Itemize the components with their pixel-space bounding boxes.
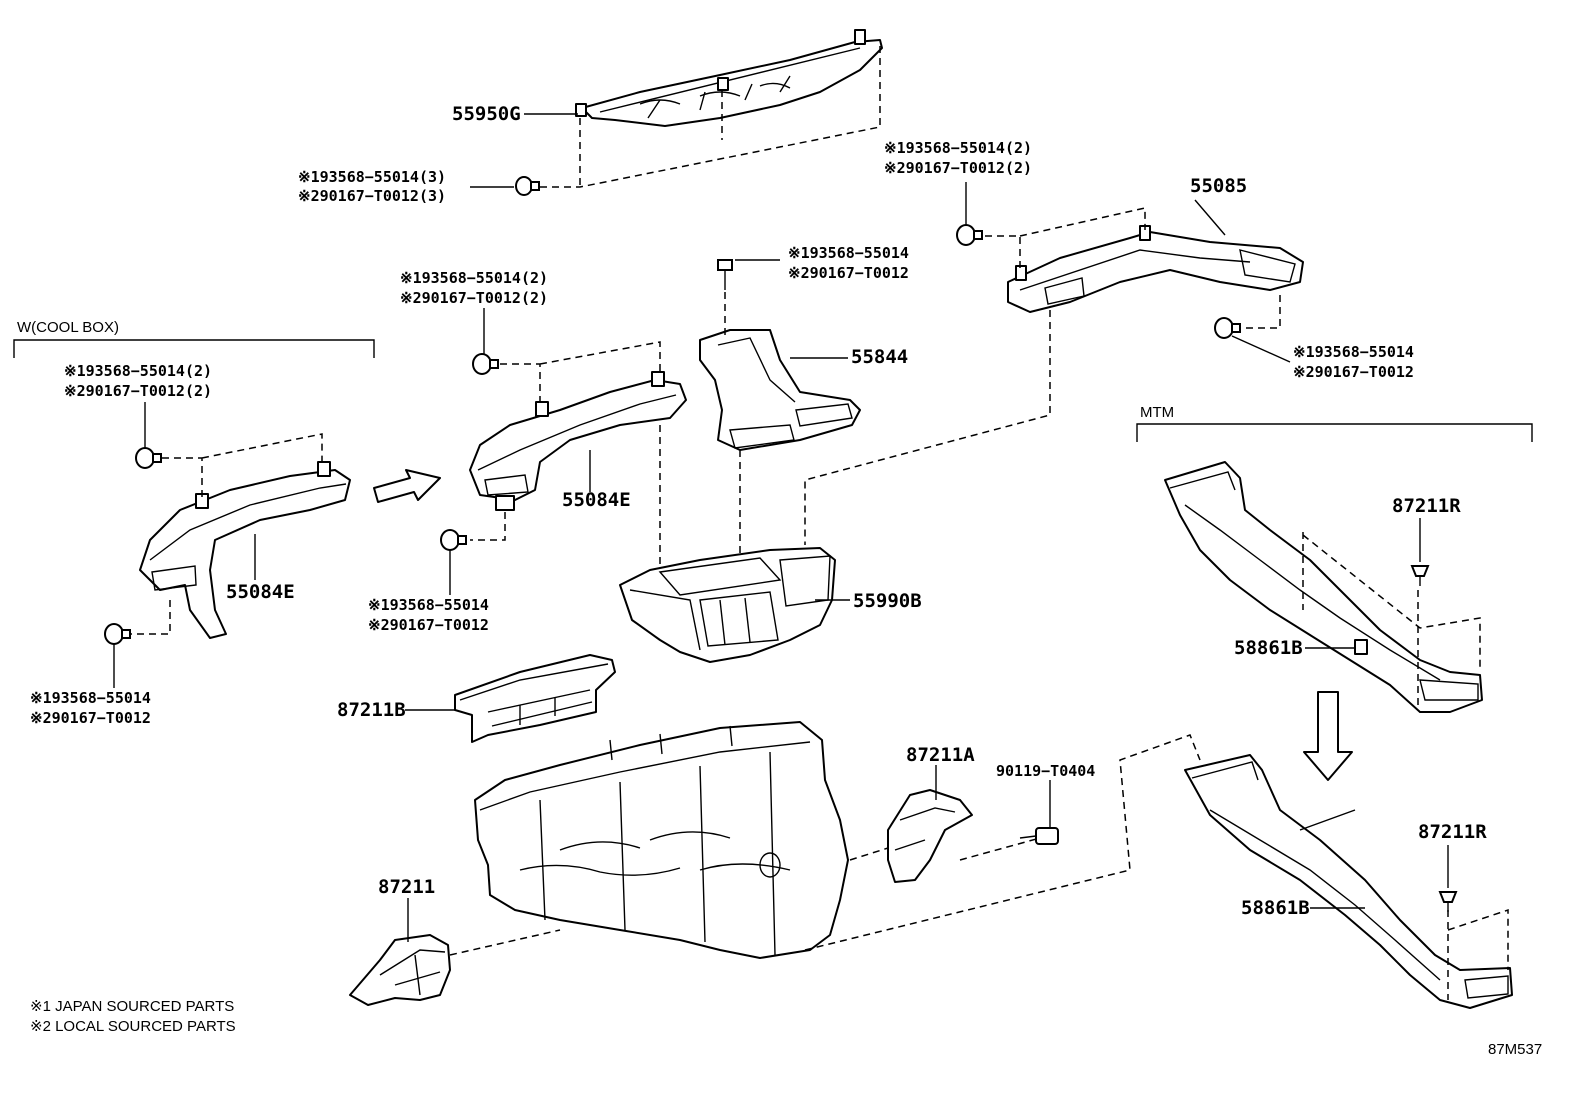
diagram-code: 87M537 xyxy=(1488,1041,1543,1058)
label-87211A: 87211A xyxy=(906,744,975,766)
screw-90119 xyxy=(1019,827,1059,845)
arrow-down-icon xyxy=(1303,691,1353,781)
duct-58861B-upper xyxy=(1164,461,1483,713)
clip-f2 xyxy=(135,447,162,469)
label-fastener-8b: ※290167−T0012 xyxy=(1293,363,1414,381)
clip-f3 xyxy=(104,623,131,645)
label-mtm: MTM xyxy=(1140,404,1175,421)
label-fastener-7b: ※290167−T0012 xyxy=(788,264,909,282)
actuator-87211A xyxy=(887,789,973,883)
clip-f1 xyxy=(515,176,540,196)
clip-f8 xyxy=(1214,317,1241,339)
label-fastener-3b: ※290167−T0012 xyxy=(30,709,151,727)
label-87211B: 87211B xyxy=(337,699,406,721)
label-fastener-5a: ※193568−55014 xyxy=(368,596,489,614)
label-fastener-4b: ※290167−T0012(2) xyxy=(400,289,549,307)
label-fastener-2a: ※193568−55014(2) xyxy=(64,362,213,380)
label-fastener-1b: ※290167−T0012(3) xyxy=(298,187,447,205)
panel-55950G xyxy=(575,29,883,127)
clip-87211R-upper xyxy=(1410,565,1430,586)
duct-55084E-center xyxy=(469,371,687,511)
label-58861B-lower: 58861B xyxy=(1241,897,1310,919)
mtm-bracket xyxy=(1136,423,1533,442)
arrow-right-icon xyxy=(373,469,441,503)
label-87211: 87211 xyxy=(378,876,436,898)
label-fastener-1a: ※193568−55014(3) xyxy=(298,168,447,186)
clip-f6 xyxy=(956,224,983,246)
label-55990B: 55990B xyxy=(853,590,922,612)
label-cool-box: W(COOL BOX) xyxy=(17,319,119,336)
label-fastener-6a: ※193568−55014(2) xyxy=(884,139,1033,157)
label-fastener-2b: ※290167−T0012(2) xyxy=(64,382,213,400)
clip-f5 xyxy=(440,529,467,551)
duct-55844 xyxy=(699,259,861,451)
label-55084E-center: 55084E xyxy=(562,489,631,511)
label-fastener-4a: ※193568−55014(2) xyxy=(400,269,549,287)
duct-55085 xyxy=(1007,225,1304,313)
clip-f4 xyxy=(472,353,499,375)
label-87211R-upper: 87211R xyxy=(1392,495,1461,517)
label-fastener-8a: ※193568−55014 xyxy=(1293,343,1414,361)
duct-58861B-lower xyxy=(1184,754,1513,1009)
label-fastener-3a: ※193568−55014 xyxy=(30,689,151,707)
actuator-87211 xyxy=(349,934,451,1006)
cool-box-bracket xyxy=(13,339,375,358)
filter-87211B xyxy=(454,654,616,743)
label-87211R-lower: 87211R xyxy=(1418,821,1487,843)
box-55990B xyxy=(619,547,836,663)
label-58861B-upper: 58861B xyxy=(1234,637,1303,659)
label-55084E-coolbox: 55084E xyxy=(226,581,295,603)
label-fastener-5b: ※290167−T0012 xyxy=(368,616,489,634)
note-japan-sourced: ※1 JAPAN SOURCED PARTS xyxy=(30,998,235,1015)
label-55844: 55844 xyxy=(851,346,909,368)
duct-55084E-coolbox xyxy=(139,461,351,639)
label-fastener-7a: ※193568−55014 xyxy=(788,244,909,262)
clip-87211R-lower xyxy=(1438,891,1458,912)
label-90119: 90119−T0404 xyxy=(996,762,1096,780)
note-local-sourced: ※2 LOCAL SOURCED PARTS xyxy=(30,1018,236,1035)
hvac-unit xyxy=(474,721,849,959)
label-55950G: 55950G xyxy=(452,103,521,125)
label-55085: 55085 xyxy=(1190,175,1248,197)
label-fastener-6b: ※290167−T0012(2) xyxy=(884,159,1033,177)
